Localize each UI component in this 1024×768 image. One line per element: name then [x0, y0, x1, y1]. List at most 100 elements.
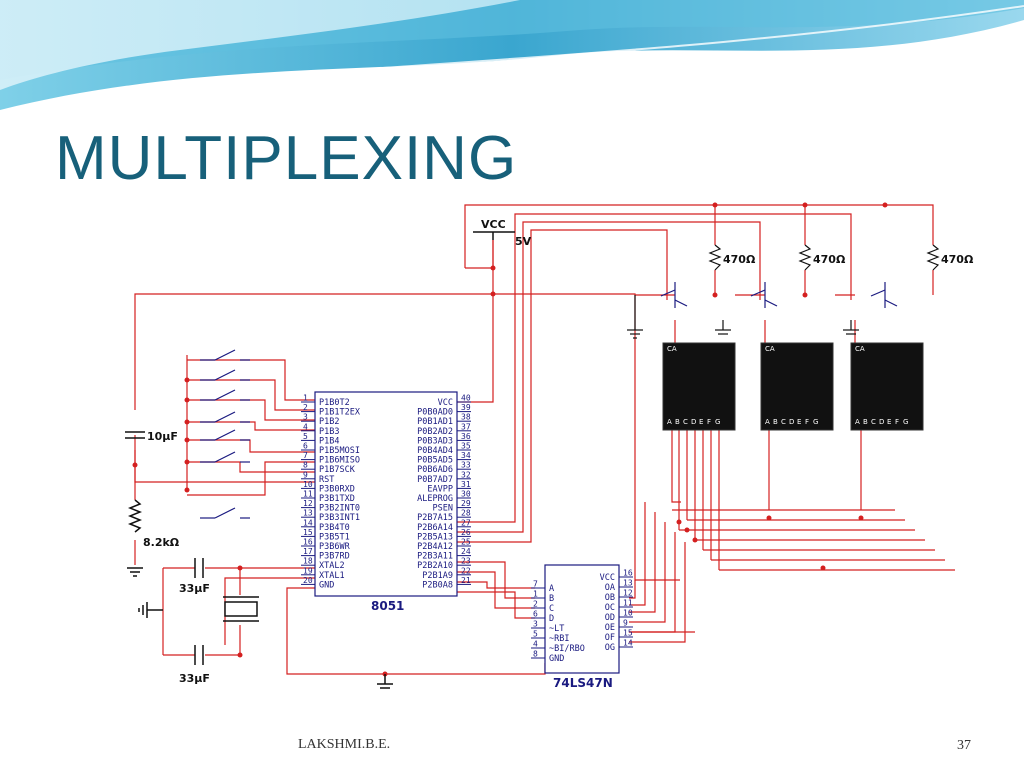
mcu-pin-label: P0B7AD7 [417, 475, 453, 485]
mcu-pin-label: P3B2INT0 [319, 504, 360, 514]
mcu-pin-number: 1 [303, 394, 308, 403]
mcu-pin-number: 18 [303, 557, 313, 566]
decoder-pin-number: 1 [533, 590, 538, 599]
decoder-pin-label: OE [605, 623, 615, 633]
display-2-seg-a: A [765, 418, 770, 426]
mcu-pin-label: EAVPP [427, 484, 453, 494]
ground-symbols-top [627, 295, 859, 339]
display-1-seg-b: B [675, 418, 680, 426]
display-1: CA A B C D E F G [662, 342, 736, 431]
mcu-pin-label: P1B6MISO [319, 456, 360, 466]
mcu-pin-label: P1B2 [319, 417, 339, 427]
display-2-seg-c: C [781, 418, 786, 426]
mcu-pin-label: P3B4T0 [319, 523, 350, 533]
mcu-pin-number: 35 [461, 442, 471, 451]
decoder-pin-number: 10 [623, 609, 633, 618]
mcu-pin-number: 5 [303, 432, 308, 441]
mcu-pin-36: 36 P0B3AD3 [417, 432, 471, 446]
decoder-pin-3: 3~LT [531, 620, 564, 634]
mcu-pin-label: P2B6A14 [417, 523, 453, 533]
mcu-pin-label: P3B1TXD [319, 494, 355, 504]
display-2: CA A B C D E F G [760, 342, 834, 431]
mcu-pin-number: 15 [303, 528, 313, 537]
decoder-pin-number: 12 [623, 589, 633, 598]
decoder-pin-5: 5~RBI [531, 630, 569, 644]
mcu-name: 8051 [371, 599, 404, 613]
pullup-resistor-label: 8.2kΩ [143, 536, 180, 549]
decoder-pin-label: ~BI/RBO [549, 644, 585, 654]
display-2-seg-d: D [789, 418, 794, 426]
decoder-pin-label: OC [605, 603, 615, 613]
mcu-pin-label: P3B7RD [319, 552, 350, 562]
mcu-pin-label: P2B2A10 [417, 561, 453, 571]
mcu-pin-number: 29 [461, 499, 471, 508]
display-1-seg-e: E [699, 418, 703, 426]
mcu-pin-label: P0B4AD4 [417, 446, 453, 456]
mcu-pin-label: XTAL1 [319, 571, 345, 581]
mcu-pin-label: P0B3AD3 [417, 436, 453, 446]
vcc-symbol: VCC 5V [473, 218, 532, 248]
crystal-cap-bottom-label: 33μF [179, 672, 210, 685]
mcu-pin-number: 27 [461, 518, 471, 527]
base-resistors [708, 244, 940, 271]
reset-network [125, 431, 145, 577]
mcu-pin-number: 25 [461, 538, 471, 547]
mcu-pin-label: P2B1A9 [422, 571, 453, 581]
mcu-pin-label: P2B3A11 [417, 552, 453, 562]
decoder-pin-number: 14 [623, 639, 633, 648]
mcu-pin-number: 11 [303, 490, 313, 499]
mcu-pin-30: 30 ALEPROG [417, 490, 471, 504]
mcu-pin-number: 14 [303, 518, 313, 527]
decoder-pin-label: D [549, 614, 554, 624]
decoder-pin-label: OA [605, 583, 615, 593]
schematic-canvas [75, 200, 975, 690]
mcu-pin-number: 7 [303, 451, 308, 460]
mcu-pin-number: 19 [303, 566, 313, 575]
mcu-pin-number: 34 [461, 451, 471, 460]
display-3-seg-d: D [879, 418, 884, 426]
mcu-pin-number: 8 [303, 461, 308, 470]
mcu-pin-label: P0B2AD2 [417, 427, 453, 437]
decoder-pin-label: C [549, 604, 554, 614]
decoder-pin-number: 15 [623, 629, 633, 638]
mcu-pin-number: 17 [303, 547, 313, 556]
decoder-name: 74LS47N [553, 676, 613, 690]
mcu-pin-number: 37 [461, 422, 471, 431]
mcu-pin-number: 36 [461, 432, 471, 441]
footer-author: LAKSHMI.B.E. [298, 737, 391, 752]
resistor-label-3: 470Ω [941, 253, 974, 266]
mcu-pin-number: 30 [461, 490, 471, 499]
mcu-pin-label: ALEPROG [417, 494, 453, 504]
display-1-type: CA [667, 345, 677, 353]
decoder-pin-9: 9OE [605, 619, 633, 633]
decoder-pin-number: 3 [533, 620, 538, 629]
mcu-pin-label: P0B1AD1 [417, 417, 453, 427]
decoder-pin-label: OB [605, 593, 615, 603]
